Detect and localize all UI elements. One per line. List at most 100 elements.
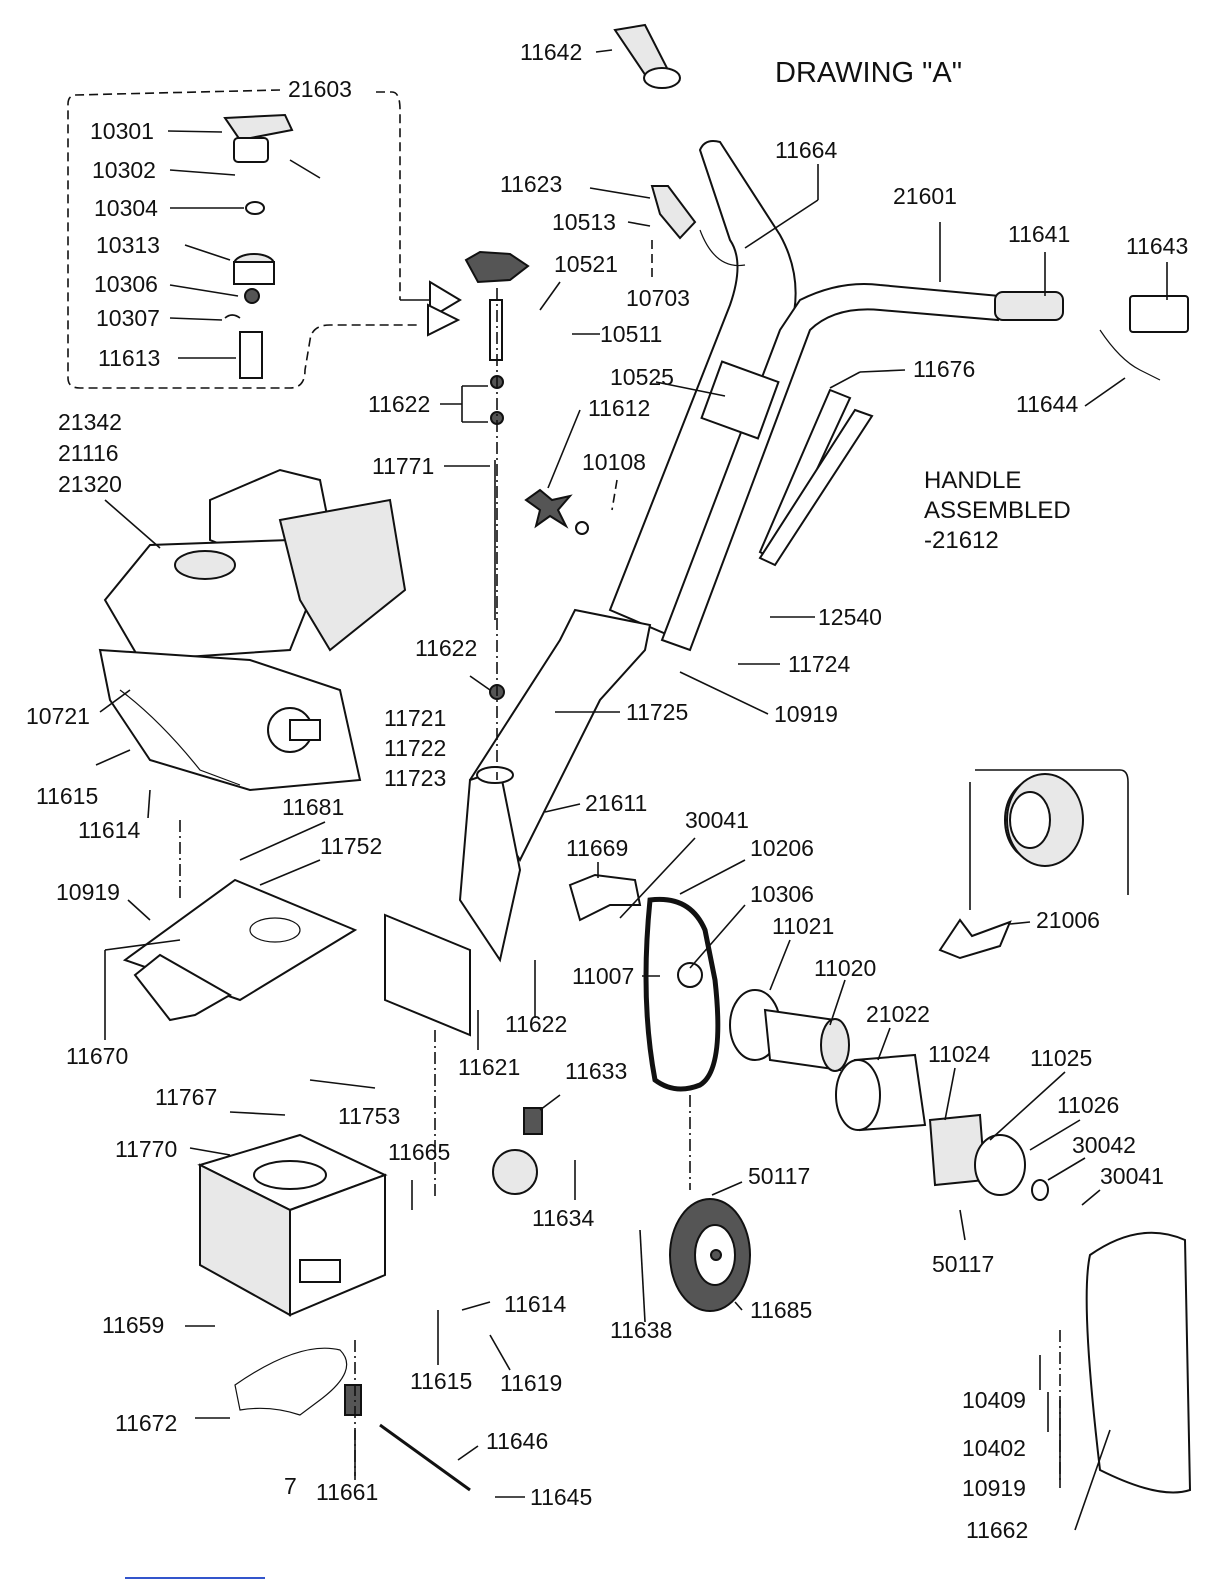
part-label-10302: 10302 xyxy=(92,157,156,183)
decal-part xyxy=(700,360,780,440)
part-label-11722: 11722 xyxy=(384,735,446,761)
handle-tube xyxy=(608,140,1189,652)
part-label-11643: 11643 xyxy=(1126,233,1188,259)
hub-callout xyxy=(975,769,1129,895)
part-label-11642: 11642 xyxy=(520,39,582,65)
part-label-11681: 11681 xyxy=(282,794,344,820)
part-label-10919-shield: 10919 xyxy=(962,1475,1026,1501)
part-label-11662: 11662 xyxy=(966,1517,1028,1543)
part-label-11622-low: 11622 xyxy=(505,1011,567,1037)
part-label-50117-tine: 50117 xyxy=(932,1251,994,1277)
part-label-11661: 11661 xyxy=(316,1479,378,1505)
part-label-11767: 11767 xyxy=(155,1084,217,1110)
springs-part xyxy=(758,388,874,567)
part-label-30041-shield: 30041 xyxy=(1100,1163,1164,1189)
part-label-11025: 11025 xyxy=(1030,1045,1092,1071)
part-label-21601: 21601 xyxy=(893,183,957,209)
part-label-10301: 10301 xyxy=(90,118,154,144)
part-label-11614-engine: 11614 xyxy=(78,817,140,843)
lower-tube-part xyxy=(384,608,652,1037)
part-label-10304: 10304 xyxy=(94,195,158,221)
part-label-10306-kit: 10306 xyxy=(94,271,158,297)
handle-note-line1: HANDLE xyxy=(924,467,1021,494)
handle-note-line2: ASSEMBLED xyxy=(924,497,1071,524)
part-label-11612: 11612 xyxy=(588,395,650,421)
part-label-11676: 11676 xyxy=(913,356,975,382)
tine-drive-parts xyxy=(729,989,1049,1201)
part-label-11633: 11633 xyxy=(565,1058,627,1084)
hub-arrow xyxy=(938,918,1012,960)
part-label-21603: 21603 xyxy=(288,76,352,102)
part-label-11622-mid: 11622 xyxy=(415,635,477,661)
handle-note-line3: -21612 xyxy=(924,527,999,554)
part-label-11645: 11645 xyxy=(530,1484,592,1510)
idler-part xyxy=(677,962,703,988)
star-knob-part xyxy=(524,488,589,535)
wheel-part xyxy=(669,1198,751,1312)
belt-part xyxy=(643,896,721,1092)
part-label-11659: 11659 xyxy=(102,1312,164,1338)
part-label-11646: 11646 xyxy=(486,1428,548,1454)
part-label-10409: 10409 xyxy=(962,1387,1026,1413)
part-label-30042: 30042 xyxy=(1072,1132,1136,1158)
kit-arrow-head-2 xyxy=(427,303,461,337)
part-labels: 11642 21603 10301 10302 10304 10313 1030… xyxy=(26,39,1188,1543)
part-label-10513: 10513 xyxy=(552,209,616,235)
knob-top xyxy=(464,250,530,284)
part-label-12540: 12540 xyxy=(818,604,882,630)
part-label-11672: 11672 xyxy=(115,1410,177,1436)
hub-21006 xyxy=(1004,773,1084,867)
throttle-grip-part xyxy=(613,23,681,89)
part-label-10206: 10206 xyxy=(750,835,814,861)
stray-footmark: 7 xyxy=(284,1473,297,1499)
part-label-11664: 11664 xyxy=(775,137,837,163)
part-label-11771: 11771 xyxy=(372,453,434,479)
part-label-10703: 10703 xyxy=(626,285,690,311)
part-label-11670: 11670 xyxy=(66,1043,128,1069)
part-label-50117-wheel: 50117 xyxy=(748,1163,810,1189)
part-label-11723: 11723 xyxy=(384,765,446,791)
part-label-11641: 11641 xyxy=(1008,221,1070,247)
part-label-11725: 11725 xyxy=(626,699,688,725)
part-label-11020: 11020 xyxy=(814,955,876,981)
kit-boundary xyxy=(67,89,420,389)
part-label-30041-belt: 30041 xyxy=(685,807,749,833)
part-label-21611: 21611 xyxy=(585,790,647,816)
part-label-10313: 10313 xyxy=(96,232,160,258)
part-label-10919-engine: 10919 xyxy=(56,879,120,905)
part-label-11669: 11669 xyxy=(566,835,628,861)
part-label-10511: 10511 xyxy=(600,321,662,347)
part-label-11665: 11665 xyxy=(388,1139,450,1165)
part-label-10521: 10521 xyxy=(554,251,618,277)
part-label-10306-pulley: 10306 xyxy=(750,881,814,907)
part-label-10919-handle: 10919 xyxy=(774,701,838,727)
pin-part xyxy=(379,1423,471,1492)
part-label-11615-engine: 11615 xyxy=(36,783,98,809)
tine-shield-part xyxy=(1085,1231,1192,1494)
wheel-bracket-part xyxy=(234,1347,348,1416)
part-label-11613: 11613 xyxy=(98,345,160,371)
engine-plate-part xyxy=(122,878,358,1022)
choke-lever-parts xyxy=(223,113,321,379)
part-label-10525: 10525 xyxy=(610,364,674,390)
part-label-11724: 11724 xyxy=(788,651,850,677)
throttle-lever-part xyxy=(650,185,746,267)
part-label-11614-gearbox: 11614 xyxy=(504,1291,566,1317)
part-label-10402: 10402 xyxy=(962,1435,1026,1461)
part-label-21022: 21022 xyxy=(866,1001,930,1027)
part-label-11619: 11619 xyxy=(500,1370,562,1396)
pin-clip-part xyxy=(344,1384,362,1416)
gearbox-part xyxy=(197,1133,388,1317)
part-label-21116: 21116 xyxy=(58,440,119,466)
part-label-11615-gearbox: 11615 xyxy=(410,1368,472,1394)
clip-part xyxy=(523,1107,543,1135)
part-label-21342: 21342 xyxy=(58,409,122,435)
part-label-11623: 11623 xyxy=(500,171,562,197)
part-label-11770: 11770 xyxy=(115,1136,177,1162)
part-label-11685: 11685 xyxy=(750,1297,812,1323)
leader-lines xyxy=(95,49,1168,1531)
part-label-11721: 11721 xyxy=(384,705,446,731)
knob-shaft xyxy=(489,299,503,361)
